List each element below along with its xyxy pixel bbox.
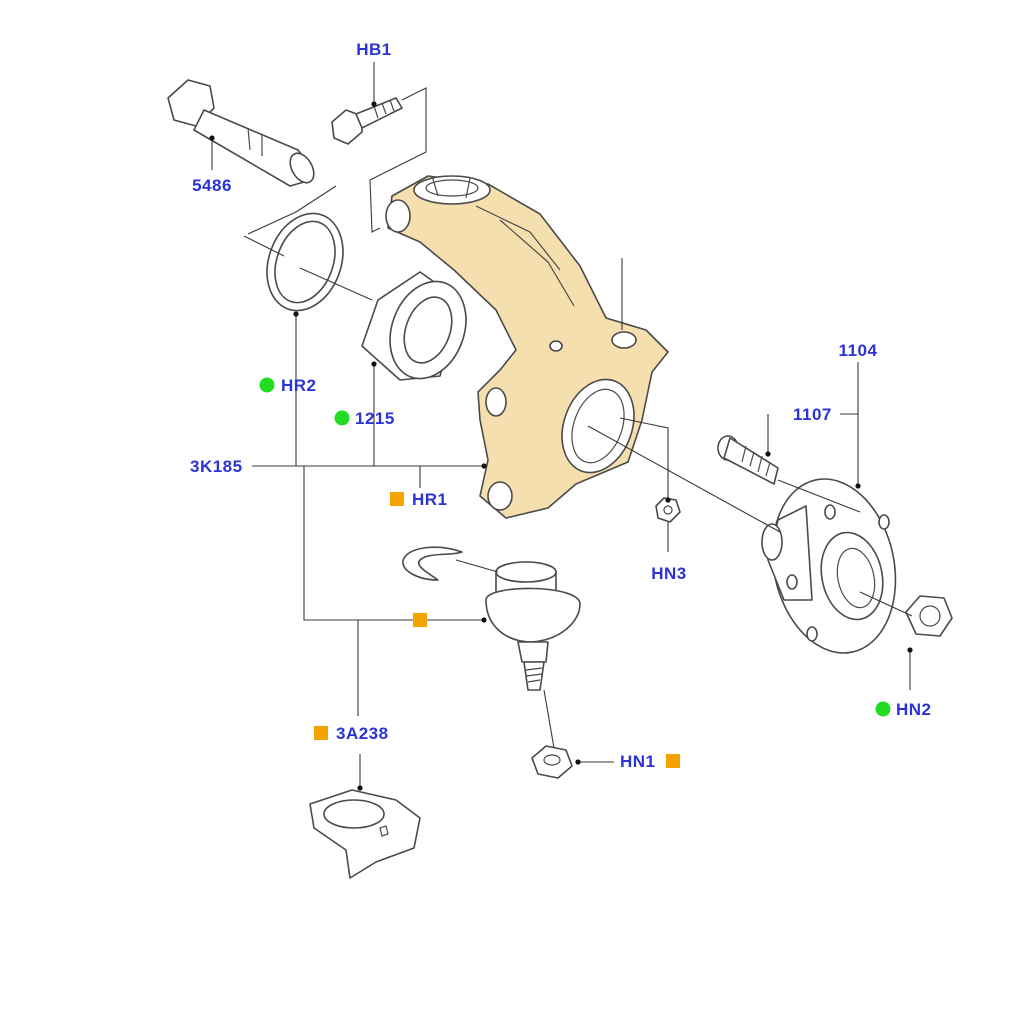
leader-dots [209, 101, 913, 791]
orange-marker-hn1 [666, 754, 680, 768]
green-marker-1215 [334, 410, 350, 426]
callout-5486[interactable]: 5486 [192, 176, 232, 195]
status-markers [259, 377, 891, 768]
leader-lines [211, 62, 913, 790]
callout-hn3[interactable]: HN3 [651, 564, 687, 583]
callout-1107[interactable]: 1107 [793, 405, 832, 424]
nut-hn2 [905, 595, 953, 637]
steering-knuckle-3k185 [385, 175, 669, 519]
nut-hn3 [655, 497, 681, 523]
circlip-hr1 [402, 546, 463, 581]
nut-hn1 [531, 745, 573, 779]
callout-3k185[interactable]: 3K185 [190, 457, 243, 476]
heat-shield-3a238 [309, 789, 421, 879]
callout-hb1[interactable]: HB1 [356, 40, 392, 59]
bolt-hb1 [331, 97, 403, 145]
callout-hr1[interactable]: HR1 [412, 490, 448, 509]
callout-hn1[interactable]: HN1 [620, 752, 656, 771]
callout-3a238[interactable]: 3A238 [336, 724, 389, 743]
callout-hr2[interactable]: HR2 [281, 376, 317, 395]
wheel-hub-1104 [761, 478, 897, 654]
callout-labels: HB1 5486 HR2 1215 3K185 HR1 HN3 1104 110… [190, 40, 932, 771]
orange-marker-balljoint [413, 613, 427, 627]
orange-marker-hr1 [390, 492, 404, 506]
ball-joint [485, 561, 581, 691]
callout-hn2[interactable]: HN2 [896, 700, 932, 719]
callout-1104[interactable]: 1104 [839, 341, 878, 360]
pinch-bolt-5486 [167, 79, 315, 187]
green-marker-hr2 [259, 377, 275, 393]
callout-1215[interactable]: 1215 [355, 409, 395, 428]
green-marker-hn2 [875, 701, 891, 717]
orange-marker-3a238 [314, 726, 328, 740]
circlip-hr2 [266, 212, 344, 312]
wheel-bearing-1215 [361, 271, 467, 381]
wheel-stud-1107 [717, 435, 779, 485]
